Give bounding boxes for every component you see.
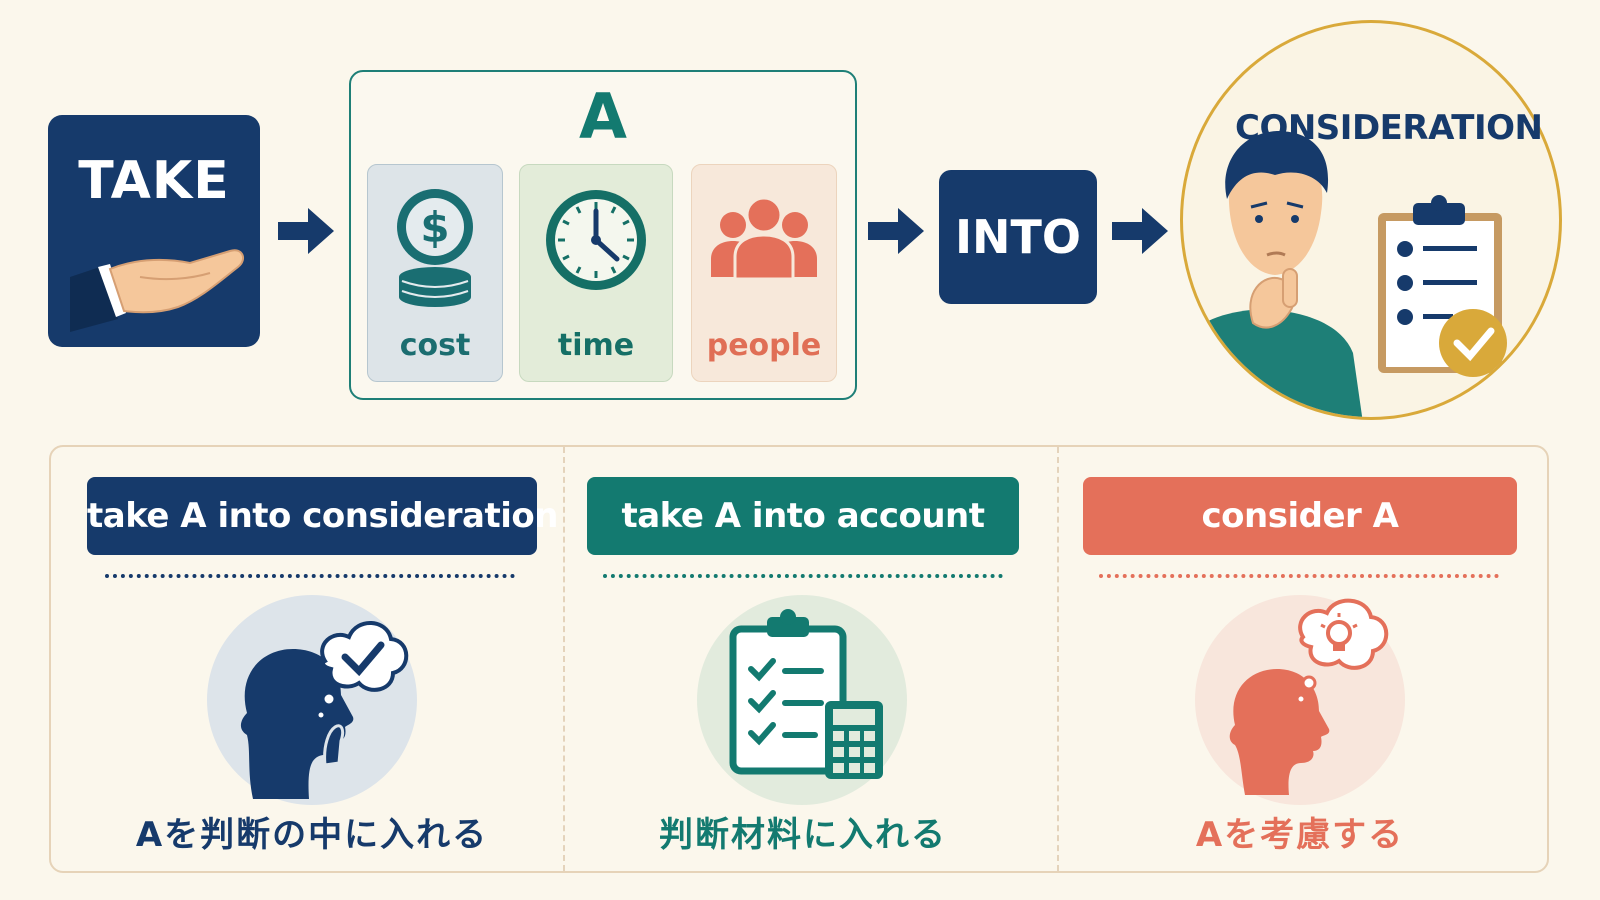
icon-circle-consideration [207, 595, 417, 805]
icon-circle-consider [1195, 595, 1405, 805]
consideration-label: CONSIDERATION [1235, 108, 1543, 148]
arrow-right-icon [278, 208, 334, 254]
dotted-separator [603, 574, 1003, 578]
into-label: INTO [954, 210, 1082, 264]
example-card-cost: $ cost [367, 164, 503, 382]
checklist-calculator-icon [729, 609, 883, 779]
thinking-person-icon [1183, 131, 1507, 417]
take-box: TAKE [48, 115, 260, 347]
arrow-right-icon [868, 208, 924, 254]
coin-stack-icon: $ [397, 189, 473, 307]
example-label-time: time [557, 328, 635, 363]
expressions-panel: take A into consideration Aを判断の中に入れる tak… [49, 445, 1549, 873]
meaning-consider: Aを考慮する [1195, 815, 1405, 855]
example-card-people: people [691, 164, 837, 382]
consideration-circle [1180, 20, 1562, 420]
open-hand-icon [70, 249, 245, 332]
phrase-pill-take-into-account: take A into account [587, 477, 1019, 555]
clock-icon [546, 190, 646, 290]
dotted-separator [1099, 574, 1499, 578]
svg-text:$: $ [420, 203, 449, 252]
phrase-pill-take-into-consideration: take A into consideration [87, 477, 558, 555]
example-label-people: people [706, 328, 822, 363]
a-label: A [579, 80, 627, 153]
column-divider [1057, 447, 1059, 871]
example-label-cost: cost [399, 328, 471, 363]
dotted-separator [105, 574, 515, 578]
a-group: A $ cost [349, 70, 857, 400]
icon-circle-account [697, 595, 907, 805]
head-lightbulb-icon [1229, 598, 1389, 795]
thinking-head-check-icon [240, 621, 409, 799]
column-divider [563, 447, 565, 871]
example-card-time: time [519, 164, 673, 382]
arrow-right-icon [1112, 208, 1168, 254]
meaning-take-into-consideration: Aを判断の中に入れる [135, 815, 489, 855]
into-box: INTO [939, 170, 1097, 304]
meaning-take-into-account: 判断材料に入れる [659, 815, 947, 855]
phrase-pill-consider: consider A [1083, 477, 1517, 555]
take-label: TAKE [78, 151, 230, 211]
people-group-icon [711, 196, 817, 281]
